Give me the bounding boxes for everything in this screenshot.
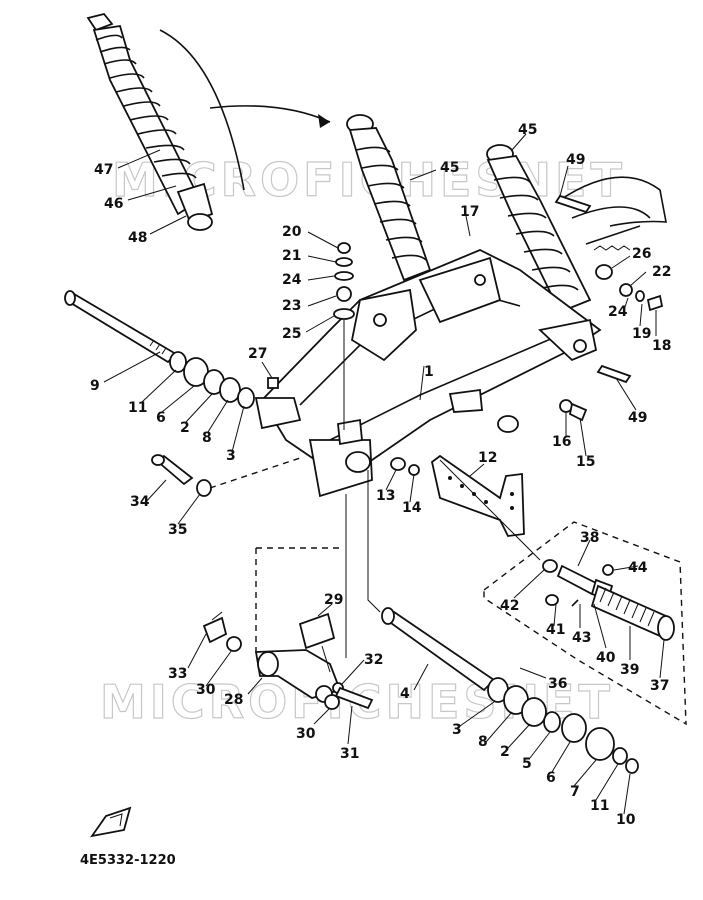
callout-2-lower: 2 [500, 744, 510, 760]
callout-25: 25 [282, 326, 301, 342]
callout-28: 28 [224, 692, 243, 708]
callout-7: 7 [570, 784, 580, 800]
callout-16: 16 [552, 434, 571, 450]
callout-10: 10 [616, 812, 636, 828]
rod-assembly-box [483, 521, 687, 726]
callout-15: 15 [576, 454, 595, 470]
callout-11-left: 11 [128, 400, 147, 416]
callout-17: 17 [460, 204, 479, 220]
bolt-34-washer-35 [151, 454, 212, 497]
callout-18: 18 [652, 338, 671, 354]
callout-6-left: 6 [156, 410, 166, 426]
callout-33: 33 [168, 666, 187, 682]
callout-49-top: 49 [566, 152, 585, 168]
callout-47: 47 [94, 162, 113, 178]
pivot-shaft-left [64, 290, 255, 409]
leader-lines [103, 133, 665, 815]
callout-29: 29 [324, 592, 343, 608]
right-fasteners [554, 194, 664, 422]
callout-3-lower: 3 [452, 722, 462, 738]
callout-3-left: 3 [226, 448, 236, 464]
callout-20: 20 [282, 224, 302, 240]
callout-43: 43 [572, 630, 591, 646]
callout-30-left: 30 [196, 682, 216, 698]
callout-23: 23 [282, 298, 301, 314]
callout-27: 27 [248, 346, 267, 362]
callout-48: 48 [128, 230, 147, 246]
bolt-27 [267, 377, 279, 389]
callout-32: 32 [364, 652, 383, 668]
callout-11-lower: 11 [590, 798, 609, 814]
callout-2-left: 2 [180, 420, 190, 436]
callout-1: 1 [424, 364, 434, 380]
callout-45-center: 45 [440, 160, 459, 176]
callout-21: 21 [282, 248, 301, 264]
rod-assembly-36 [542, 559, 675, 641]
callout-42: 42 [500, 598, 519, 614]
callout-24-right: 24 [608, 304, 628, 320]
callout-26: 26 [632, 246, 651, 262]
callout-31: 31 [340, 746, 359, 762]
callout-46: 46 [104, 196, 123, 212]
callout-44: 44 [628, 560, 648, 576]
callout-30-bottom: 30 [296, 726, 316, 742]
callout-24-left: 24 [282, 272, 302, 288]
front-arrow-icon [89, 806, 132, 838]
callout-35: 35 [168, 522, 187, 538]
callout-9: 9 [90, 378, 100, 394]
relay-arm-assembly [202, 611, 374, 710]
fender-bracket [559, 176, 667, 251]
callout-45-right: 45 [518, 122, 537, 138]
shock-absorber-right [486, 144, 592, 314]
callout-37: 37 [650, 678, 669, 694]
callout-22: 22 [652, 264, 671, 280]
callout-36: 36 [548, 676, 567, 692]
callout-12: 12 [478, 450, 497, 466]
callout-4: 4 [400, 686, 410, 702]
callout-14: 14 [402, 500, 422, 516]
diagram-code: 4E5332-1220 [80, 853, 176, 868]
callout-40: 40 [596, 650, 616, 666]
callout-38: 38 [580, 530, 599, 546]
callout-19: 19 [632, 326, 651, 342]
callout-5: 5 [522, 756, 532, 772]
swing-arm [254, 249, 602, 498]
callout-8-lower: 8 [478, 734, 488, 750]
callout-6-lower: 6 [546, 770, 556, 786]
callout-39: 39 [620, 662, 639, 678]
callout-49-bottom: 49 [628, 410, 647, 426]
callout-8-left: 8 [202, 430, 212, 446]
callout-41: 41 [546, 622, 565, 638]
pivot-shaft-lower [381, 607, 639, 774]
callout-13: 13 [376, 488, 395, 504]
callout-34: 34 [130, 494, 150, 510]
shock-absorber-detached [86, 12, 331, 231]
callout-labels: 47 46 48 45 45 49 17 20 21 24 23 25 26 2… [80, 122, 671, 868]
